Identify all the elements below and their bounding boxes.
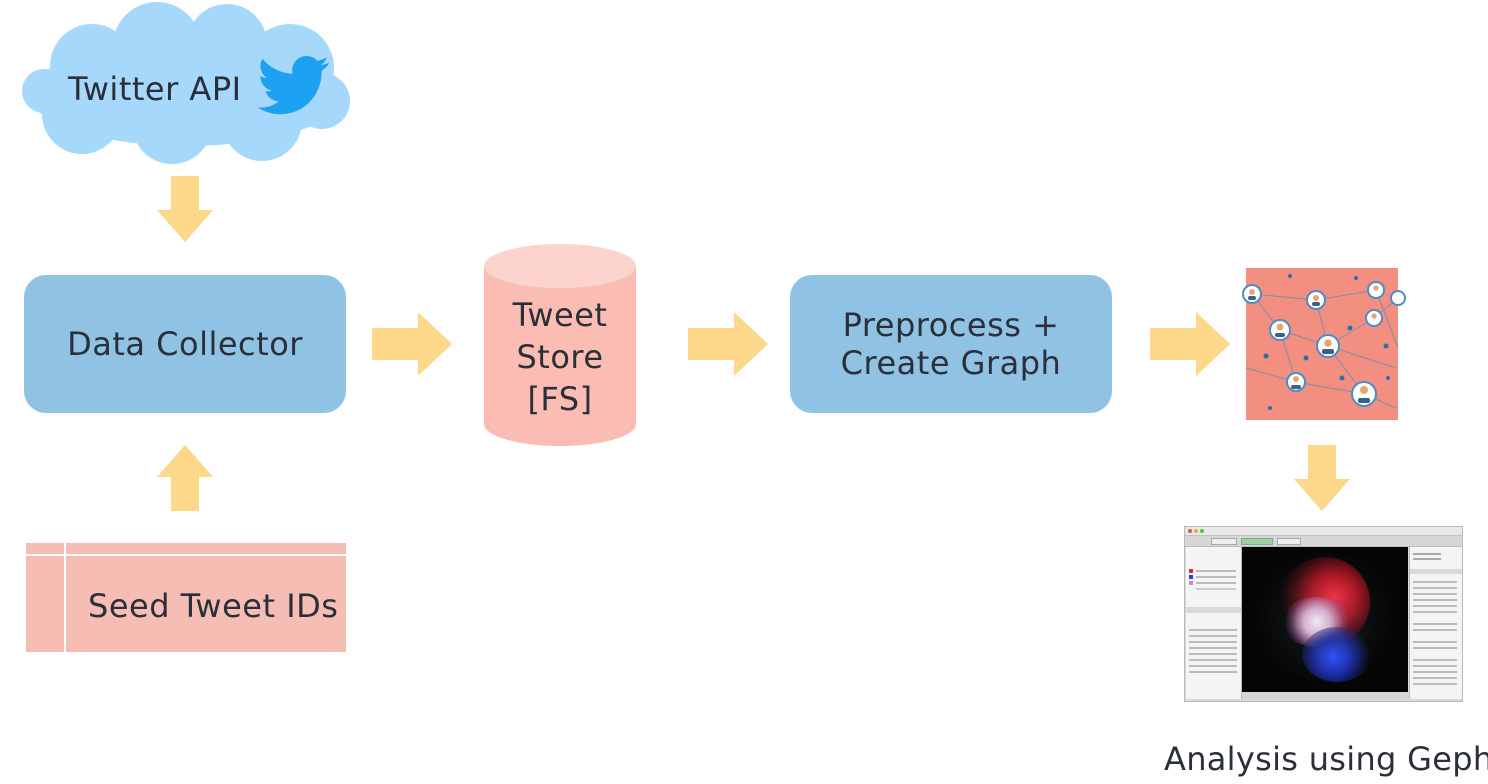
cylinder-shape	[484, 244, 636, 446]
toolbar-tab	[1241, 538, 1273, 545]
arrow-icon	[688, 312, 768, 376]
panel-row	[1413, 587, 1457, 589]
graph-halo	[1250, 553, 1400, 683]
preprocess-node: Preprocess + Create Graph	[790, 275, 1112, 413]
panel-row	[1196, 570, 1236, 572]
toolbar-tab	[1277, 538, 1301, 545]
panel-row	[1189, 647, 1237, 649]
data-collector-label: Data Collector	[67, 324, 303, 363]
panel-row	[1413, 623, 1457, 625]
partition-swatch	[1189, 581, 1193, 585]
preprocess-line-2: Create Graph	[840, 344, 1062, 382]
gephi-right-panel	[1409, 547, 1462, 699]
panel-row	[1413, 558, 1441, 560]
table-header-line	[26, 554, 346, 556]
panel-row	[1189, 629, 1237, 631]
panel-row	[1189, 641, 1237, 643]
panel-row	[1413, 641, 1457, 643]
analysis-caption: Analysis using Gephi	[1164, 740, 1488, 778]
tweet-store-line-3: [FS]	[527, 380, 593, 418]
arrow-icon	[1150, 312, 1230, 376]
panel-row	[1413, 553, 1441, 555]
panel-row	[1413, 677, 1457, 679]
preprocess-line-1: Preprocess +	[842, 305, 1060, 344]
tweet-store-line-1: Tweet	[512, 296, 608, 334]
graph-cluster-blue	[1302, 627, 1372, 682]
panel-row	[1413, 599, 1457, 601]
window-close-icon	[1188, 529, 1192, 533]
panel-row	[1413, 683, 1457, 685]
panel-row	[1413, 671, 1457, 673]
twitter-bird-icon	[258, 56, 329, 115]
twitter-api-label: Twitter API	[68, 70, 242, 108]
arrow-icon	[1294, 445, 1350, 511]
gephi-titlebar	[1185, 527, 1462, 536]
toolbar-tab	[1211, 538, 1237, 545]
social-network-graph-image	[1242, 268, 1406, 420]
panel-row	[1413, 593, 1457, 595]
panel-row	[1189, 635, 1237, 637]
table-column-line	[64, 543, 66, 652]
panel-row	[1189, 653, 1237, 655]
gephi-screenshot-image	[1184, 526, 1463, 702]
panel-row	[1413, 659, 1457, 661]
partition-swatch	[1189, 575, 1193, 579]
partition-swatch	[1189, 569, 1193, 573]
window-maximize-icon	[1200, 529, 1204, 533]
tweet-store-node: Tweet Store [FS]	[484, 244, 636, 446]
tweet-store-line-2: Store	[516, 338, 604, 376]
panel-row	[1413, 629, 1457, 631]
arrow-icon	[157, 445, 213, 511]
arrow-icon	[372, 312, 452, 376]
panel-row	[1413, 611, 1457, 613]
gephi-toolbar	[1185, 536, 1462, 547]
gephi-graph-canvas	[1242, 547, 1408, 692]
panel-row	[1189, 665, 1237, 667]
panel-row	[1189, 659, 1237, 661]
panel-row	[1196, 582, 1236, 584]
twitter-api-cloud: Twitter API	[22, 2, 352, 164]
panel-divider	[1410, 569, 1462, 574]
panel-row	[1413, 581, 1457, 583]
arrow-icon	[157, 176, 213, 242]
seed-tweet-ids-node: Seed Tweet IDs	[26, 543, 346, 652]
data-collector-node: Data Collector	[24, 275, 346, 413]
gephi-bottom-bar	[1242, 692, 1408, 699]
panel-row	[1189, 671, 1237, 673]
panel-divider	[1186, 607, 1241, 613]
panel-row	[1196, 576, 1236, 578]
gephi-left-panel	[1186, 547, 1242, 699]
window-minimize-icon	[1194, 529, 1198, 533]
panel-row	[1413, 605, 1457, 607]
seed-tweet-ids-label: Seed Tweet IDs	[88, 587, 339, 625]
panel-row	[1413, 647, 1457, 649]
panel-row	[1196, 588, 1236, 590]
panel-row	[1413, 665, 1457, 667]
